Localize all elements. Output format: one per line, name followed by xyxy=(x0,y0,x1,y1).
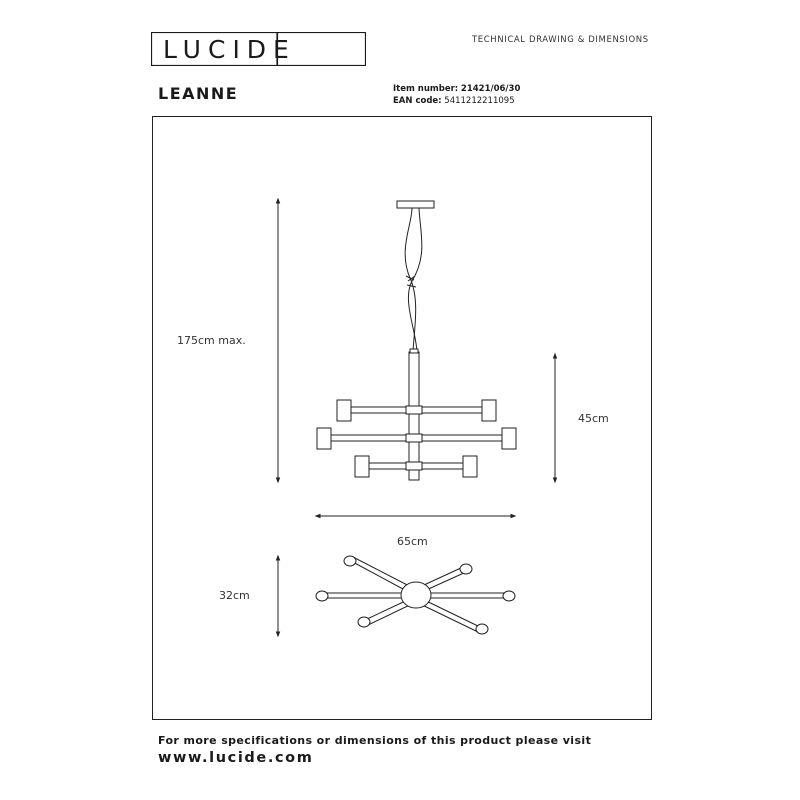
product-meta: Item number: 21421/06/30 EAN code: 54112… xyxy=(393,83,520,107)
item-number-label: Item number: xyxy=(393,84,459,94)
top-view xyxy=(315,555,516,635)
footer-note: For more specifications or dimensions of… xyxy=(158,734,592,747)
depth-dimension-label: 32cm xyxy=(219,589,250,602)
height-dimension-line xyxy=(275,197,281,484)
height-dimension-label: 175cm max. xyxy=(177,334,246,347)
ean-value: 5411212211095 xyxy=(444,96,515,106)
item-number-value: 21421/06/30 xyxy=(460,84,521,94)
document-type: TECHNICAL DRAWING & DIMENSIONS xyxy=(472,35,649,45)
depth-dimension-line xyxy=(275,554,281,638)
website-link[interactable]: www.lucide.com xyxy=(158,750,314,766)
width-dimension-label: 65cm xyxy=(397,535,428,548)
suspension-cables xyxy=(404,207,423,353)
light-arms xyxy=(316,399,517,478)
width-dimension-line xyxy=(314,513,517,519)
drawing-frame xyxy=(152,116,652,720)
ceiling-canopy xyxy=(396,200,435,209)
product-name: LEANNE xyxy=(158,84,239,103)
body-height-dimension-line xyxy=(552,352,558,484)
central-stem xyxy=(408,348,420,481)
lucide-logo: LUCIDE xyxy=(151,32,366,66)
body-height-dimension-label: 45cm xyxy=(578,412,609,425)
svg-text:LUCIDE: LUCIDE xyxy=(163,35,296,64)
ean-label: EAN code: xyxy=(393,96,442,106)
